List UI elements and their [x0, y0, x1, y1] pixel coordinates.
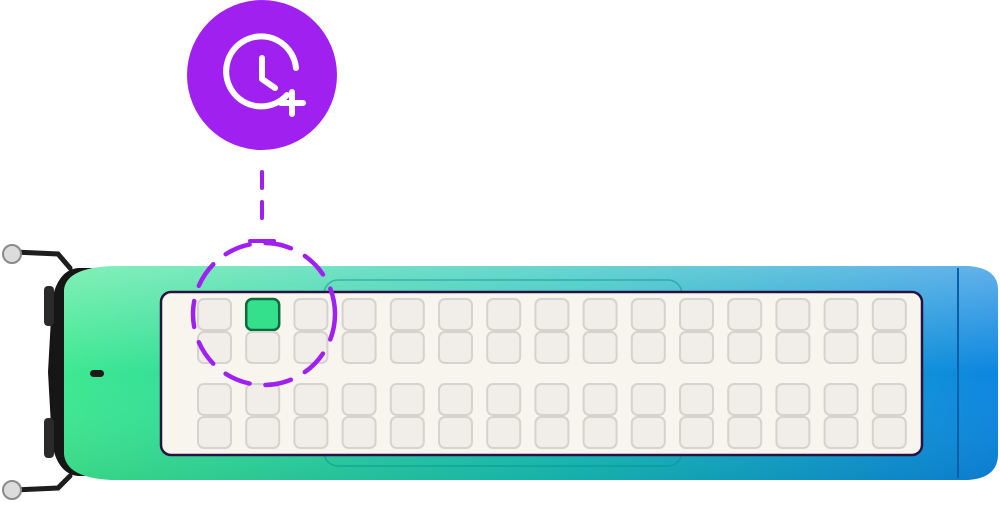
- seat[interactable]: [727, 383, 763, 416]
- seat[interactable]: [197, 416, 232, 449]
- seat[interactable]: [293, 383, 329, 416]
- seat[interactable]: [389, 298, 425, 331]
- seat[interactable]: [871, 298, 907, 331]
- seat[interactable]: [486, 298, 522, 331]
- seat[interactable]: [293, 416, 329, 449]
- seat[interactable]: [197, 298, 232, 331]
- seat[interactable]: [630, 416, 666, 449]
- seat[interactable]: [727, 331, 763, 364]
- seat[interactable]: [871, 416, 907, 449]
- seat[interactable]: [245, 331, 281, 364]
- seat[interactable]: [534, 416, 570, 449]
- seat[interactable]: [823, 416, 859, 449]
- seat[interactable]: [341, 383, 377, 416]
- seat[interactable]: [438, 383, 473, 416]
- front-light: [90, 370, 104, 377]
- left-side-mirrors: [2, 244, 73, 500]
- seat[interactable]: [582, 331, 618, 364]
- add-time-badge[interactable]: [187, 0, 337, 150]
- seat[interactable]: [775, 416, 811, 449]
- seat[interactable]: [679, 383, 714, 416]
- seat[interactable]: [486, 331, 522, 364]
- seat[interactable]: [438, 416, 473, 449]
- seat[interactable]: [438, 298, 473, 331]
- seat[interactable]: [871, 331, 907, 364]
- seat[interactable]: [197, 383, 232, 416]
- seat[interactable]: [389, 416, 425, 449]
- seat[interactable]: [389, 331, 425, 364]
- seat[interactable]: [486, 383, 522, 416]
- seat[interactable]: [341, 331, 377, 364]
- seat[interactable]: [438, 331, 473, 364]
- seat[interactable]: [582, 416, 618, 449]
- seat[interactable]: [630, 331, 666, 364]
- badge-connector: [248, 170, 276, 243]
- seat[interactable]: [679, 416, 714, 449]
- seat[interactable]: [534, 298, 570, 331]
- seat[interactable]: [293, 331, 329, 364]
- seat[interactable]: [534, 331, 570, 364]
- seat[interactable]: [679, 331, 714, 364]
- seat[interactable]: [727, 298, 763, 331]
- seat[interactable]: [341, 416, 377, 449]
- seat[interactable]: [775, 331, 811, 364]
- seat[interactable]: [534, 383, 570, 416]
- clock-plus-icon: [223, 33, 306, 117]
- seat[interactable]: [679, 298, 714, 331]
- seat[interactable]: [630, 383, 666, 416]
- seat[interactable]: [582, 298, 618, 331]
- seat[interactable]: [823, 383, 859, 416]
- seat[interactable]: [486, 416, 522, 449]
- seat[interactable]: [630, 298, 666, 331]
- seat[interactable]: [582, 383, 618, 416]
- selected-seat-highlight-ring: [190, 240, 338, 388]
- seat[interactable]: [775, 383, 811, 416]
- seat-selected[interactable]: [244, 297, 281, 332]
- seat[interactable]: [389, 383, 425, 416]
- seat[interactable]: [871, 383, 907, 416]
- seat[interactable]: [245, 416, 281, 449]
- seat[interactable]: [775, 298, 811, 331]
- seat[interactable]: [293, 298, 329, 331]
- seat[interactable]: [245, 383, 281, 416]
- seat[interactable]: [823, 331, 859, 364]
- seat[interactable]: [727, 416, 763, 449]
- seat-grid: [197, 297, 907, 449]
- seat[interactable]: [823, 298, 859, 331]
- seat[interactable]: [341, 298, 377, 331]
